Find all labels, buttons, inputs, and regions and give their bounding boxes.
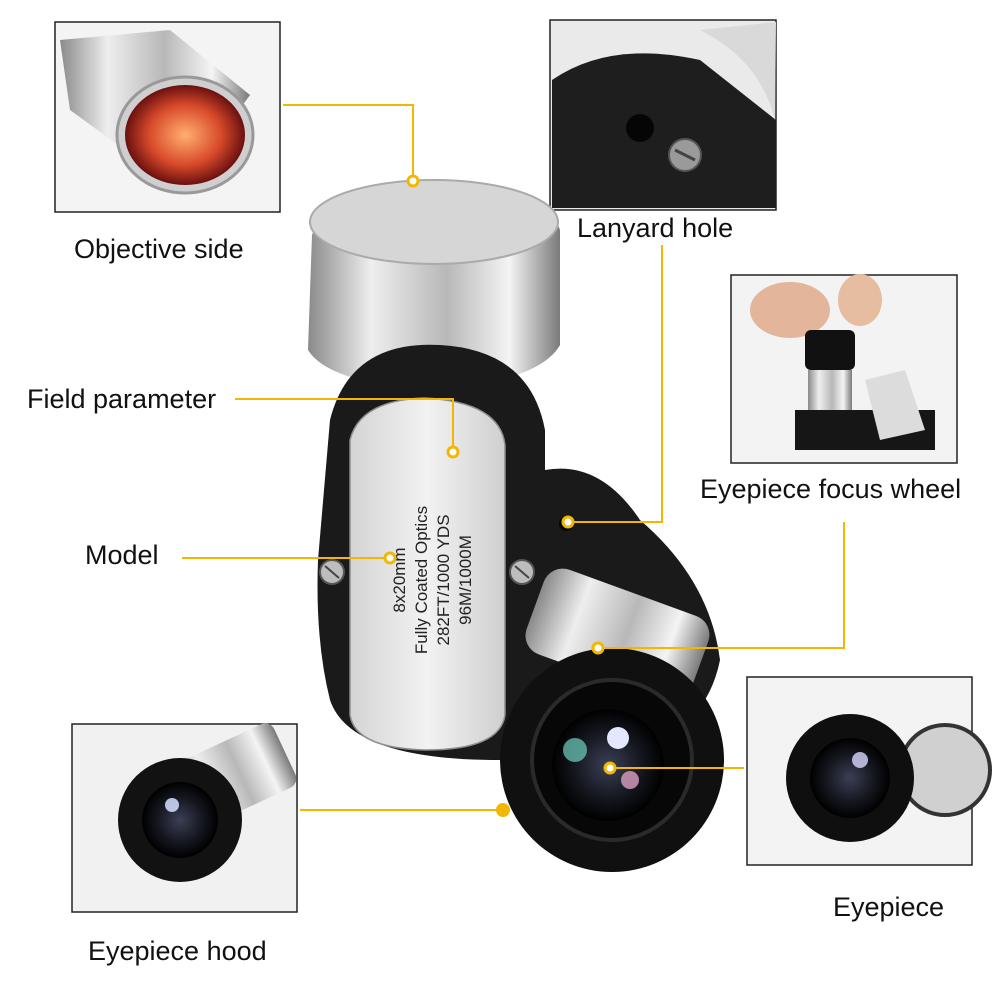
objective-side-photo [54, 21, 281, 213]
eyepiece-photo [746, 676, 992, 866]
callout-lines [182, 104, 845, 811]
plate-text: 8x20mm Fully Coated Optics 282FT/1000 YD… [390, 506, 475, 654]
label-lanyard-hole: Lanyard hole [577, 213, 734, 243]
plate-line-1: 8x20mm [390, 547, 409, 612]
label-objective-side: Objective side [74, 234, 244, 264]
eyepiece-hood-photo [71, 723, 298, 913]
plate-line-4: 96M/1000M [456, 535, 475, 625]
callout-dot-hood [496, 803, 510, 817]
label-eyepiece-hood: Eyepiece hood [88, 936, 267, 966]
callout-lanyard [568, 245, 663, 523]
lanyard-hole-photo [549, 19, 777, 211]
focus-wheel-photo [730, 274, 958, 464]
callout-dots [383, 174, 617, 775]
label-eyepiece-focus-wheel: Eyepiece focus wheel [700, 474, 962, 504]
plate-line-2: Fully Coated Optics [412, 506, 431, 654]
callout-objective [283, 104, 414, 180]
label-model: Model [85, 540, 159, 570]
label-eyepiece: Eyepiece [833, 892, 945, 922]
plate-line-3: 282FT/1000 YDS [434, 514, 453, 645]
monocular [308, 179, 724, 872]
callout-focus-wheel [598, 522, 845, 649]
callout-field-parameter [235, 398, 454, 452]
label-field-parameter: Field parameter [27, 384, 217, 414]
